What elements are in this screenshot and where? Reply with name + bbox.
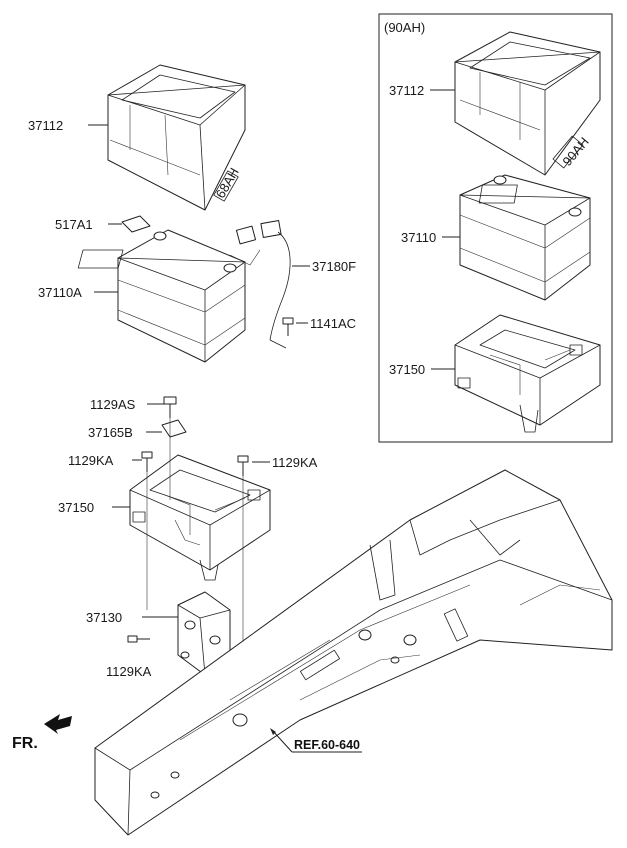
- label-37112: 37112: [28, 118, 63, 133]
- ref-label: REF.60-640: [294, 738, 360, 752]
- bolt-1141AC-drawing: [282, 317, 294, 336]
- label-1129KA-bottom: 1129KA: [106, 664, 152, 679]
- label-37110-inset: 37110: [401, 230, 436, 245]
- label-1129AS: 1129AS: [90, 397, 136, 412]
- bolt-1129KA-right-drawing: [237, 455, 249, 476]
- front-direction-indicator: FR.: [12, 714, 72, 752]
- battery-cover-drawing: 68AH: [107, 64, 246, 211]
- bolt-1129KA-left-drawing: [141, 451, 153, 472]
- label-37150-inset: 37150: [389, 362, 425, 377]
- label-37165B: 37165B: [88, 425, 133, 440]
- clamp-37165B-drawing: [161, 419, 187, 438]
- battery-drawing: [77, 229, 246, 363]
- bolt-1129KA-bottom-drawing: [127, 635, 150, 643]
- label-1141AC: 1141AC: [310, 316, 356, 331]
- battery-cable-drawing: [229, 220, 291, 349]
- label-1129KA-right: 1129KA: [272, 455, 318, 470]
- vehicle-frame-drawing: [94, 469, 613, 836]
- label-37110A: 37110A: [38, 285, 82, 300]
- inset-battery-drawing: [459, 174, 591, 301]
- front-arrow-icon: [44, 714, 72, 734]
- inset-title: (90AH): [384, 20, 425, 35]
- reference-callout: REF.60-640: [270, 728, 362, 753]
- label-37180F: 37180F: [312, 259, 356, 274]
- label-1129KA-left: 1129KA: [68, 453, 114, 468]
- label-517A1: 517A1: [55, 217, 93, 232]
- bolt-1129AS-drawing: [163, 396, 177, 418]
- inset-90ah-panel: (90AH): [378, 13, 613, 443]
- inset-battery-cover-drawing: 90AH: [454, 31, 601, 176]
- label-sticker-drawing: [121, 215, 151, 233]
- inset-border: [378, 13, 613, 443]
- label-37112-inset: 37112: [389, 83, 424, 98]
- battery-tray-drawing: [129, 454, 271, 581]
- fr-label: FR.: [12, 735, 38, 752]
- label-37150: 37150: [58, 500, 94, 515]
- label-37130: 37130: [86, 610, 122, 625]
- inset-battery-tray-drawing: [454, 314, 601, 433]
- bracket-37130-drawing: [177, 591, 231, 676]
